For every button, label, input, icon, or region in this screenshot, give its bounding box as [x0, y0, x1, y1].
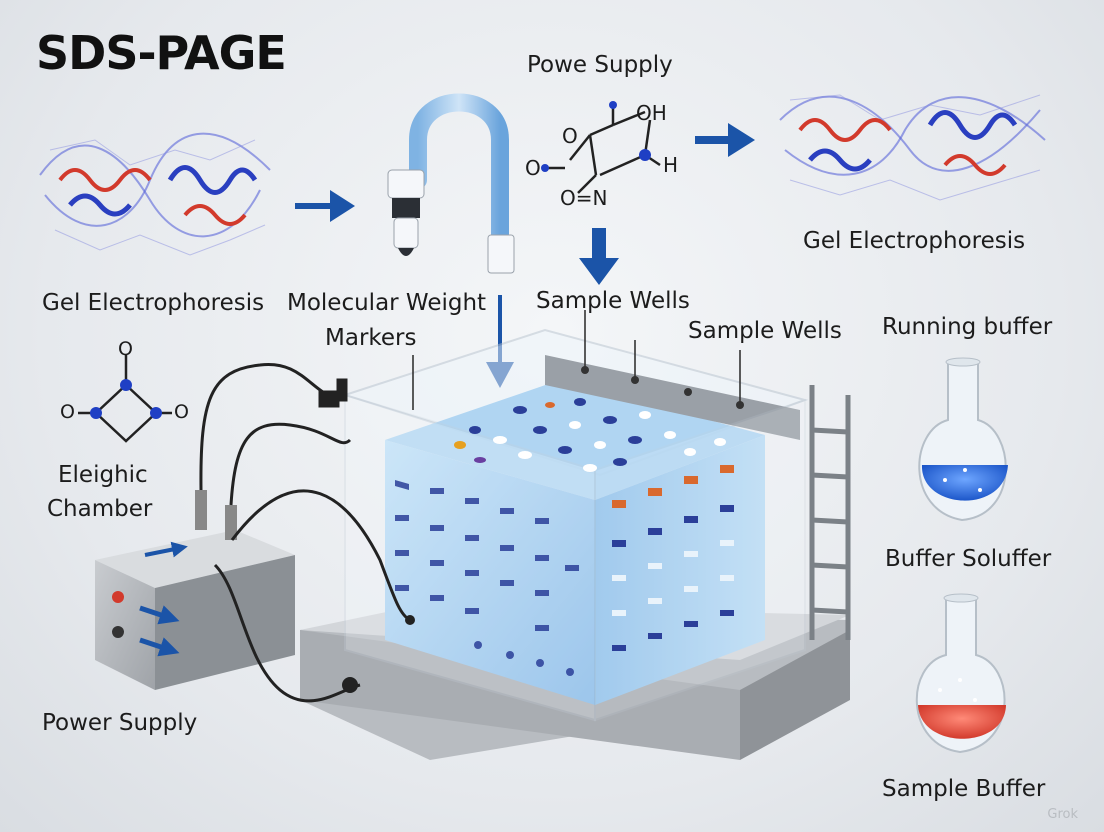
atom-o2: O	[525, 156, 541, 180]
atom-oh: OH	[636, 101, 667, 125]
atom-h: H	[663, 153, 679, 177]
label-markers: Markers	[325, 325, 417, 351]
arrow-right-1	[295, 190, 355, 222]
glass-chamber	[341, 328, 809, 722]
atom-square-top: O	[118, 338, 133, 360]
label-power-supply-bottom: Power Supply	[42, 710, 198, 736]
watermark: Grok	[1047, 807, 1078, 822]
label-buffer-solution: Buffer Soluffer	[885, 546, 1052, 572]
label-gel-electrophoresis-left: Gel Electrophoresis	[42, 290, 265, 316]
atom-o1: O	[562, 124, 578, 148]
arrow-right-2	[695, 123, 755, 157]
molecule-square	[78, 355, 172, 443]
protein-structure-right	[779, 94, 1046, 201]
atom-square-right: O	[174, 401, 189, 423]
label-sample-wells-right: Sample Wells	[688, 318, 842, 344]
label-sample-buffer: Sample Buffer	[882, 776, 1046, 802]
atom-o-eq-n: O=N	[560, 186, 608, 210]
flask-sample-buffer	[915, 593, 1006, 754]
label-molecular-weight: Molecular Weight	[287, 290, 487, 316]
label-running-buffer: Running buffer	[882, 314, 1053, 340]
molecule-top-atoms	[541, 101, 651, 172]
label-chamber-line1: Eleighic	[58, 462, 148, 488]
label-chamber-line2: Chamber	[47, 496, 153, 522]
cables	[199, 362, 411, 703]
gel-bands-front	[395, 479, 579, 676]
arrow-down-molecule	[579, 228, 619, 285]
sample-dots	[454, 398, 726, 472]
protein-structure-left	[39, 132, 271, 256]
flask-running-buffer	[918, 357, 1008, 522]
gel-bands-side	[612, 465, 734, 651]
label-leaders	[412, 310, 741, 410]
label-sample-wells-center: Sample Wells	[536, 288, 690, 314]
label-power-supply-top: Powe Supply	[527, 52, 673, 78]
atom-square-left: O	[60, 401, 75, 423]
page-title: SDS-PAGE	[36, 26, 287, 80]
label-gel-electrophoresis-right: Gel Electrophoresis	[803, 228, 1026, 254]
pipette	[387, 93, 515, 274]
power-supply-box	[95, 490, 295, 690]
ladder	[809, 385, 851, 640]
